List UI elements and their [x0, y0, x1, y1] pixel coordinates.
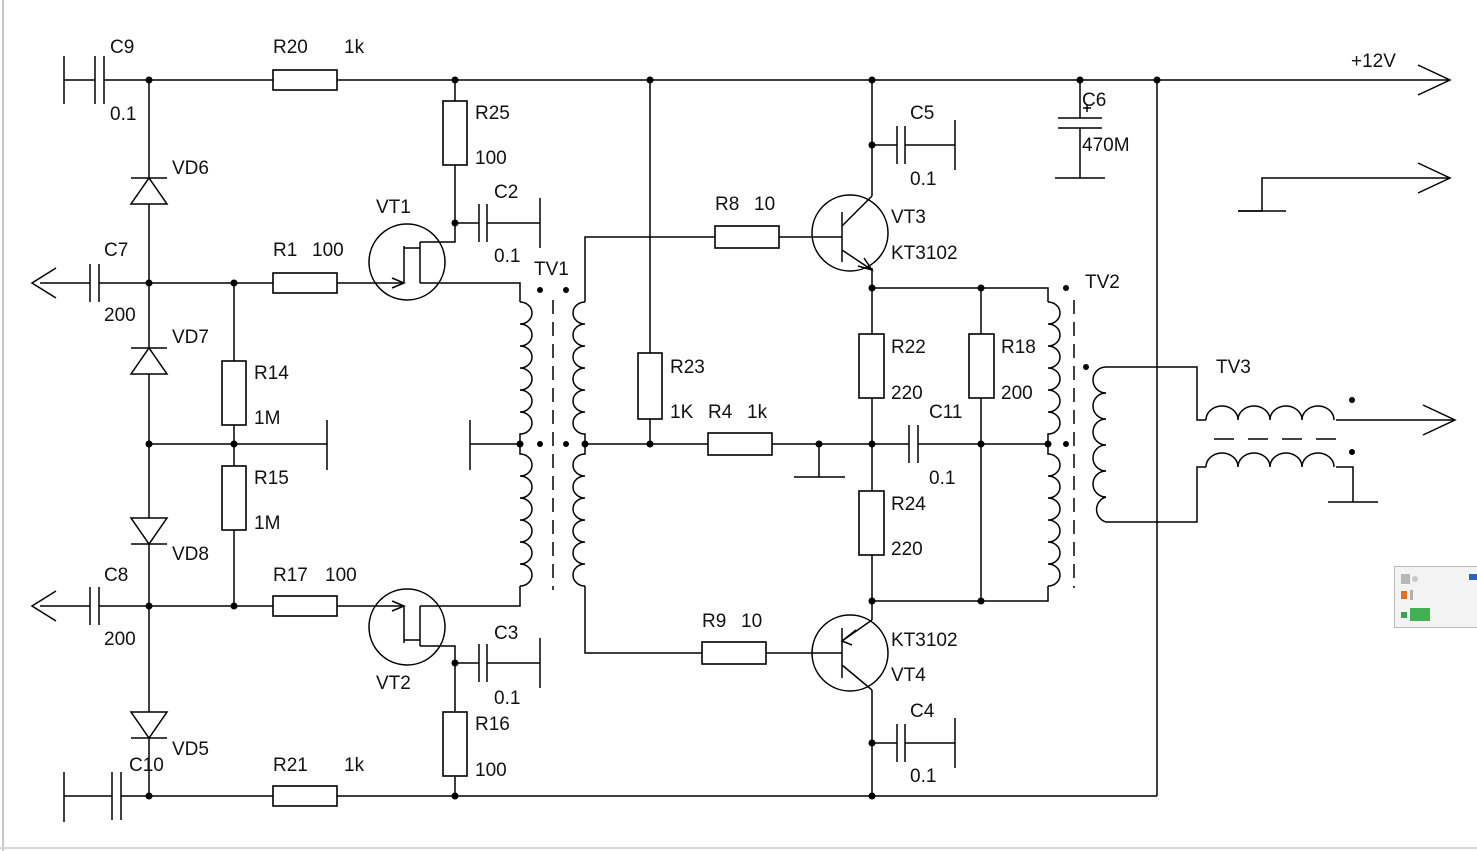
label-r23-name: R23: [670, 357, 705, 378]
label-c7-name: C7: [104, 240, 128, 261]
label-r8-name: R8: [715, 194, 739, 215]
label-c8-name: C8: [104, 565, 128, 586]
label-r1-value: 100: [312, 240, 344, 261]
label-r25-name: R25: [475, 103, 510, 124]
label-vd8: VD8: [172, 544, 209, 565]
tool-icon[interactable]: [1401, 612, 1407, 618]
floating-toolbar[interactable]: [1394, 566, 1477, 628]
label-c4-value: 0.1: [910, 766, 936, 787]
label-c5-name: C5: [910, 103, 934, 124]
label-r1-name: R1: [273, 240, 297, 261]
junction-dots: [145, 76, 1355, 800]
label-c8-value: 200: [104, 629, 136, 650]
label-c9-value: 0.1: [110, 104, 136, 125]
transistor-vt2: [368, 588, 446, 666]
label-c2-name: C2: [494, 182, 518, 203]
label-r17-value: 100: [325, 565, 357, 586]
label-c7-value: 200: [104, 305, 136, 326]
label-r14-name: R14: [254, 363, 289, 384]
label-r16-value: 100: [475, 760, 507, 781]
toolbar-icons: [1401, 574, 1477, 621]
label-r22-name: R22: [891, 337, 926, 358]
resistors: [221, 69, 995, 807]
label-c5-value: 0.1: [910, 169, 936, 190]
tool-icon[interactable]: [1401, 591, 1407, 599]
label-c4-name: C4: [910, 701, 935, 722]
label-c3-value: 0.1: [494, 688, 520, 709]
label-vt3-name: VT3: [891, 207, 926, 228]
label-vd5: VD5: [172, 739, 209, 760]
label-r24-value: 220: [891, 539, 923, 560]
label-r22-value: 220: [891, 383, 923, 404]
label-r4-value: 1k: [747, 402, 768, 423]
label-r16-name: R16: [475, 714, 510, 735]
label-r15-value: 1M: [254, 513, 280, 534]
wires: [40, 79, 1455, 797]
label-c6-name: C6: [1082, 90, 1106, 111]
labels: +12V C9 0.1 R20 1k R25 100 C2 0.1 VT1 TV…: [104, 37, 1396, 787]
transformer-tv1: [519, 300, 586, 590]
transformer-tv3: [1205, 405, 1336, 468]
label-c10-name: C10: [129, 755, 164, 776]
label-tv1: TV1: [534, 259, 569, 280]
arrows: [30, 64, 1457, 622]
label-r14-value: 1M: [254, 408, 280, 429]
label-r20-value: 1k: [344, 37, 365, 58]
label-r21-value: 1k: [344, 755, 365, 776]
tool-icon[interactable]: [1410, 608, 1430, 621]
label-r25-value: 100: [475, 148, 507, 169]
ground-symbols: [326, 177, 1378, 503]
label-vd7: VD7: [172, 327, 209, 348]
label-vt3-type: KT3102: [891, 243, 958, 264]
transistor-vt3: [811, 194, 889, 272]
diodes: [129, 176, 169, 740]
label-r24-name: R24: [891, 494, 926, 515]
transistor-vt1: [368, 223, 446, 301]
label-r8-value: 10: [754, 194, 775, 215]
transformer-tv2: [1047, 300, 1107, 588]
supply-label: +12V: [1351, 51, 1396, 72]
label-r4-name: R4: [708, 402, 733, 423]
label-r23-value: 1K: [670, 402, 694, 423]
label-r17-name: R17: [273, 565, 308, 586]
label-r18-name: R18: [1001, 337, 1036, 358]
capacitors: [63, 56, 1102, 822]
label-c2-value: 0.1: [494, 246, 520, 267]
label-vt4-name: VT4: [891, 665, 926, 686]
label-r20-name: R20: [273, 37, 308, 58]
label-c9-name: C9: [110, 37, 134, 58]
label-r18-value: 200: [1001, 383, 1033, 404]
label-c11-value: 0.1: [929, 468, 955, 489]
transistor-vt4: [811, 614, 889, 692]
label-c3-name: C3: [494, 623, 518, 644]
label-tv2: TV2: [1085, 272, 1120, 293]
label-vd6: VD6: [172, 158, 209, 179]
tool-icon[interactable]: [1401, 574, 1410, 584]
label-r15-name: R15: [254, 468, 289, 489]
label-vt1: VT1: [376, 197, 411, 218]
label-c11-name: C11: [929, 402, 962, 423]
label-vt4-type: KT3102: [891, 630, 958, 651]
label-r9-name: R9: [702, 611, 726, 632]
label-c6-value: 470M: [1082, 135, 1130, 156]
label-r21-name: R21: [273, 755, 308, 776]
label-tv3: TV3: [1216, 357, 1251, 378]
label-r9-value: 10: [741, 611, 762, 632]
label-vt2: VT2: [376, 673, 411, 694]
